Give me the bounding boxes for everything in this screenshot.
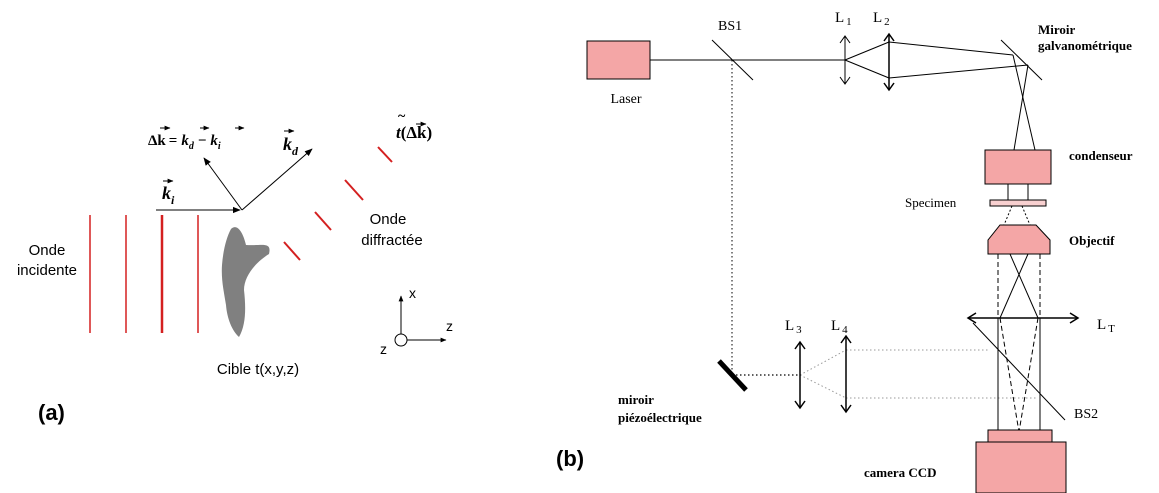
condenser-label: condenseur [1069,148,1133,163]
l4-arrow-top-icon [840,334,852,344]
piezo-mirror-label-2: piézoélectrique [618,410,702,425]
galvo-mirror [1000,39,1043,81]
panel-a: Δk=kd−ki kd ki ~ t(Δk) Onde incidente On… [17,109,453,425]
objective-label: Objectif [1069,233,1115,248]
lt-arrow-left-icon [966,312,977,324]
panel-b-label: (b) [556,446,584,471]
kd-vector [241,148,313,211]
diffracted-front-3 [314,211,332,231]
equation-text: Δk=kd−ki [148,133,221,152]
l2-arrow-bottom-icon [883,82,895,92]
bs2-label: BS2 [1074,407,1098,422]
delta-k-equation: Δk=kd−ki [148,125,245,152]
piezo-mirror-label-1: miroir [618,392,654,407]
reference-path [731,60,1038,399]
svg-text:t(Δk): t(Δk) [396,123,432,142]
bs2-splitter [972,322,1066,421]
incident-wave-label-2: incidente [17,262,77,279]
l1-arrow-bottom-icon [839,76,851,85]
diffracted-front-4 [283,241,301,261]
camera-body [975,441,1067,493]
ki-label: ki [162,178,175,207]
piezo-mirror [717,359,748,392]
tilde-icon: ~ [398,109,406,124]
objective-lens [987,224,1051,255]
svg-text:kd: kd [283,134,299,158]
kd-label: kd [283,128,299,158]
imaging-rays [997,317,1041,433]
condenser-box [984,149,1052,185]
diffracted-front-1 [377,146,393,163]
diffracted-wave-label-2: diffractée [361,232,422,249]
specimen-cone-right [1021,205,1031,226]
laser-label: Laser [610,92,641,107]
panel-a-label: (a) [38,400,65,425]
coordinate-axes: x z z [380,285,453,357]
objective-rays [997,253,1041,319]
incident-wavefronts [89,215,199,333]
t-delta-k-label: ~ t(Δk) [396,109,432,142]
l3-arrow-bottom-icon [794,400,806,410]
beam-expander-rays [844,41,1036,151]
specimen-cone-left [1003,205,1013,226]
delta-k-vector [203,157,243,211]
galvo-mirror-label-1: Miroir [1038,22,1076,37]
galvo-mirror-label-2: galvanométrique [1038,38,1132,53]
diffracted-wave-label-1: Onde [370,211,407,228]
reference-expand-top [799,349,847,376]
diffracted-wavefronts [283,146,393,261]
laser-box [586,40,651,80]
incident-wave-label-1: Onde [29,242,66,259]
l3-arrow-top-icon [794,340,806,350]
svg-text:ki: ki [162,183,175,207]
diffracted-front-2 [344,179,364,201]
target-object [221,227,270,337]
specimen-label: Specimen [905,195,957,210]
origin-circle-icon [394,333,408,347]
camera-label: camera CCD [864,465,937,480]
axis-label-x: x [409,285,416,301]
l1-arrow-top-icon [839,35,851,44]
l2-arrow-top-icon [883,32,895,42]
camera-mount [987,429,1053,443]
reference-expand-bottom [799,374,847,399]
target-label: Cible t(x,y,z) [217,361,299,378]
axis-label-z: z [446,318,453,334]
axis-label-origin-z: z [380,341,387,357]
bs1-label: BS1 [718,19,742,34]
l4-arrow-bottom-icon [840,404,852,414]
specimen-slide [989,199,1047,207]
lt-arrow-right-icon [1069,312,1080,324]
